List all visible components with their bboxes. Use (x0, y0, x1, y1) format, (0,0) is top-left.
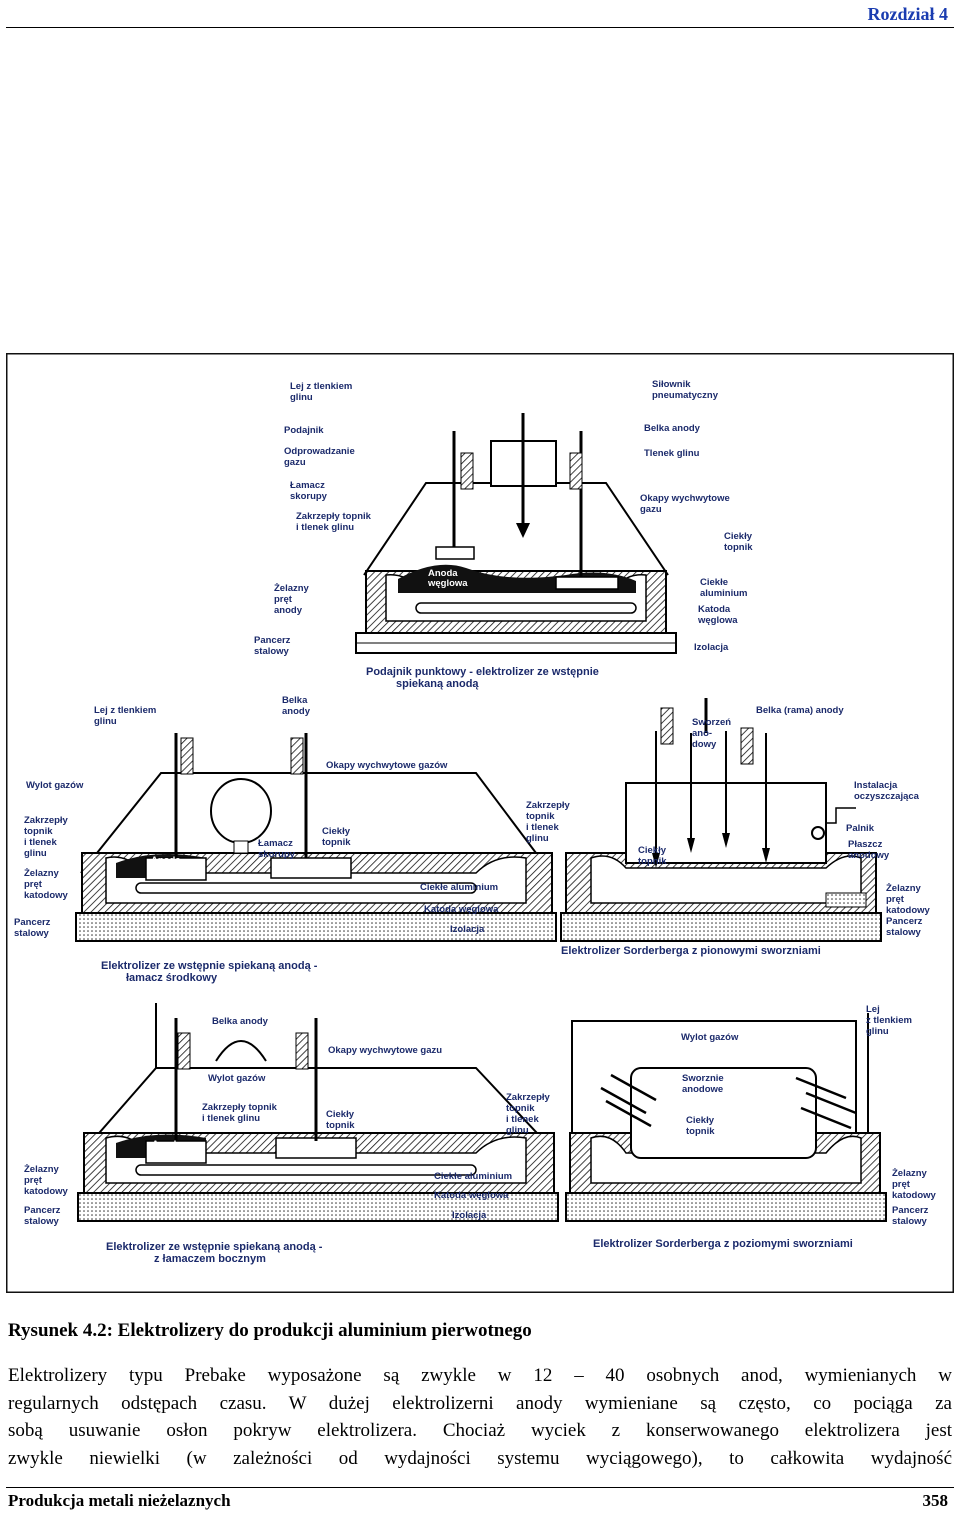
diagram-prebake-side-breaker: Elektrolizer ze wstępnie spiekaną anodą … (24, 1003, 559, 1265)
chapter-label: Rozdział 4 (867, 4, 949, 24)
diagram-prebake-center-breaker: Elektrolizer ze wstępnie spiekaną anodą … (14, 695, 557, 984)
header-rule (6, 27, 954, 28)
svg-text:Okapy wychwytowe gazów: Okapy wychwytowe gazów (326, 760, 448, 771)
svg-text:Katoda węglowa: Katoda węglowa (424, 904, 499, 915)
diagram-point-feeder: Podajnik punktowy - elektrolizer ze wstę… (254, 379, 753, 690)
svg-text:Izolacja: Izolacja (450, 924, 485, 935)
page-number: 358 (922, 1491, 949, 1510)
footer-title: Produkcja metali nieżelaznych (8, 1491, 231, 1510)
body-paragraph: Elektrolizery typu Prebake wyposażone są… (8, 1362, 952, 1472)
svg-text:Tlenek glinu: Tlenek glinu (644, 448, 700, 459)
footer-rule (6, 1487, 954, 1488)
svg-text:Wylot gazów: Wylot gazów (26, 780, 84, 791)
diagram4-title: Elektrolizer ze wstępnie spiekaną anodą … (106, 1241, 325, 1265)
paragraph-line: regularnych odstępach czasu. W dużej ele… (8, 1392, 952, 1414)
figure-caption: Rysunek 4.2: Elektrolizery do produkcji … (8, 1320, 532, 1341)
svg-text:Wylot gazów: Wylot gazów (681, 1032, 739, 1043)
svg-text:Izolacja: Izolacja (694, 642, 729, 653)
diagram5-title: Elektrolizer Sorderberga z poziomymi swo… (593, 1238, 853, 1250)
svg-text:Ciekłe aluminium: Ciekłe aluminium (434, 1171, 512, 1182)
svg-text:Palnik: Palnik (846, 823, 875, 834)
paragraph-line: sobą usuwanie osłon pokryw elektrolizera… (8, 1420, 952, 1441)
svg-text:Podajnik: Podajnik (284, 425, 324, 436)
electrolyzer-figure: Podajnik punktowy - elektrolizer ze wstę… (6, 353, 954, 1293)
svg-text:Belka anody: Belka anody (644, 423, 701, 434)
svg-text:Belka anody: Belka anody (212, 1016, 269, 1027)
paragraph-line: Elektrolizery typu Prebake wyposażone są… (8, 1365, 952, 1386)
svg-text:Wylot gazów: Wylot gazów (208, 1073, 266, 1084)
svg-text:Ciekłe aluminium: Ciekłe aluminium (420, 882, 498, 893)
electrolyzer-diagrams: Podajnik punktowy - elektrolizer ze wstę… (6, 353, 954, 1293)
diagram3-title: Elektrolizer Sorderberga z pionowymi swo… (561, 945, 821, 957)
diagram-soderberg-horizontal: Elektrolizer Sorderberga z poziomymi swo… (506, 1004, 937, 1250)
svg-text:Izolacja: Izolacja (452, 1210, 487, 1221)
svg-text:Belka (rama) anody: Belka (rama) anody (756, 705, 844, 716)
diagram-soderberg-vertical: Elektrolizer Sorderberga z pionowymi swo… (526, 698, 931, 957)
paragraph-line: zwykle niewielki (w zależności od wydajn… (8, 1447, 952, 1469)
svg-text:Katoda węglowa: Katoda węglowa (434, 1190, 509, 1201)
diagram2-title: Elektrolizer ze wstępnie spiekaną anodą … (101, 960, 320, 984)
svg-text:Okapy wychwytowe gazu: Okapy wychwytowe gazu (328, 1045, 442, 1056)
diagram1-title: Podajnik punktowy - elektrolizer ze wstę… (366, 666, 602, 690)
